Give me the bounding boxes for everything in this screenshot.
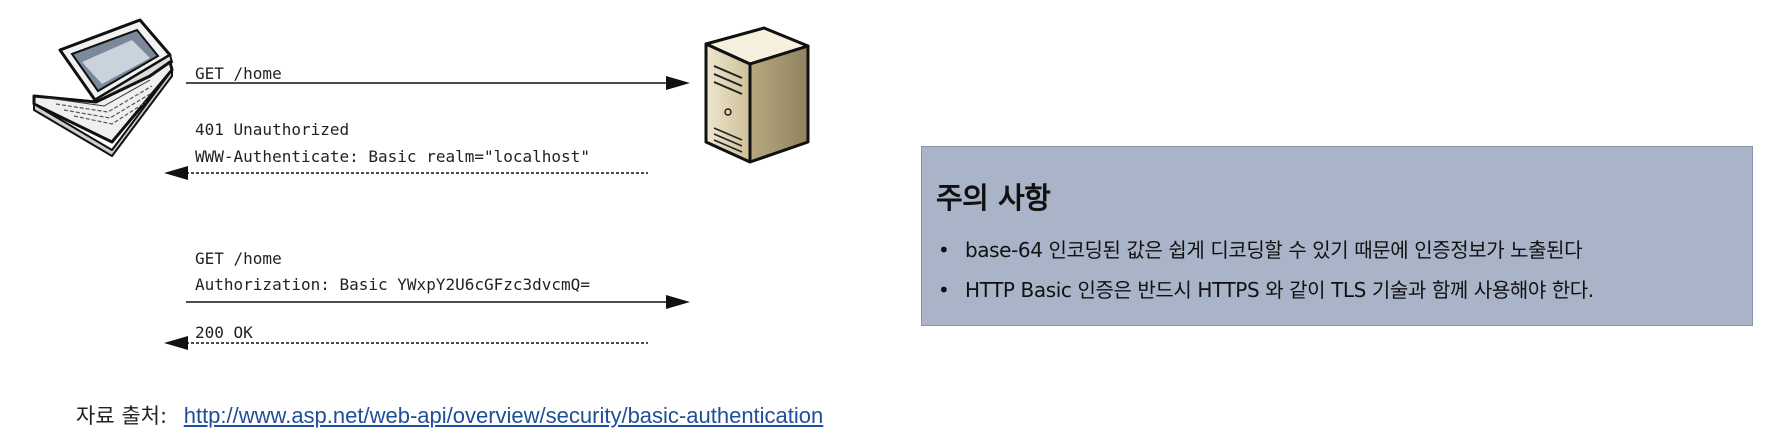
message-response-2: 200 OK: [164, 323, 648, 350]
source-citation: 자료 출처: http://www.asp.net/web-api/overvi…: [76, 400, 823, 430]
source-link[interactable]: http://www.asp.net/web-api/overview/secu…: [184, 403, 824, 428]
http-basic-auth-sequence-diagram: GET /home 401 Unauthorized WWW-Authentic…: [0, 0, 900, 390]
caution-note-box: 주의 사항 base-64 인코딩된 값은 쉽게 디코딩할 수 있기 때문에 인…: [921, 146, 1753, 326]
arrowhead: [666, 295, 690, 309]
message-request-1: GET /home: [186, 64, 690, 90]
message-text: Authorization: Basic YWxpY2U6cGFzc3dvcmQ…: [195, 275, 590, 294]
server-icon: [706, 28, 808, 162]
note-title: 주의 사항: [936, 175, 1738, 217]
note-item: base-64 인코딩된 값은 쉽게 디코딩할 수 있기 때문에 인증정보가 노…: [936, 235, 1738, 265]
arrowhead: [164, 166, 188, 180]
laptop-icon: [34, 20, 172, 156]
message-text: GET /home: [195, 249, 282, 268]
arrowhead: [666, 76, 690, 90]
message-text: 401 Unauthorized: [195, 120, 349, 139]
arrowhead: [164, 336, 188, 350]
message-response-1: 401 Unauthorized WWW-Authenticate: Basic…: [164, 120, 648, 180]
note-item: HTTP Basic 인증은 반드시 HTTPS 와 같이 TLS 기술과 함께…: [936, 275, 1738, 305]
message-text: WWW-Authenticate: Basic realm="localhost…: [195, 147, 590, 166]
message-text: GET /home: [195, 64, 282, 83]
message-request-2: GET /home Authorization: Basic YWxpY2U6c…: [186, 249, 690, 309]
note-list: base-64 인코딩된 값은 쉽게 디코딩할 수 있기 때문에 인증정보가 노…: [936, 235, 1738, 305]
message-text: 200 OK: [195, 323, 253, 342]
source-label: 자료 출처:: [76, 404, 167, 428]
